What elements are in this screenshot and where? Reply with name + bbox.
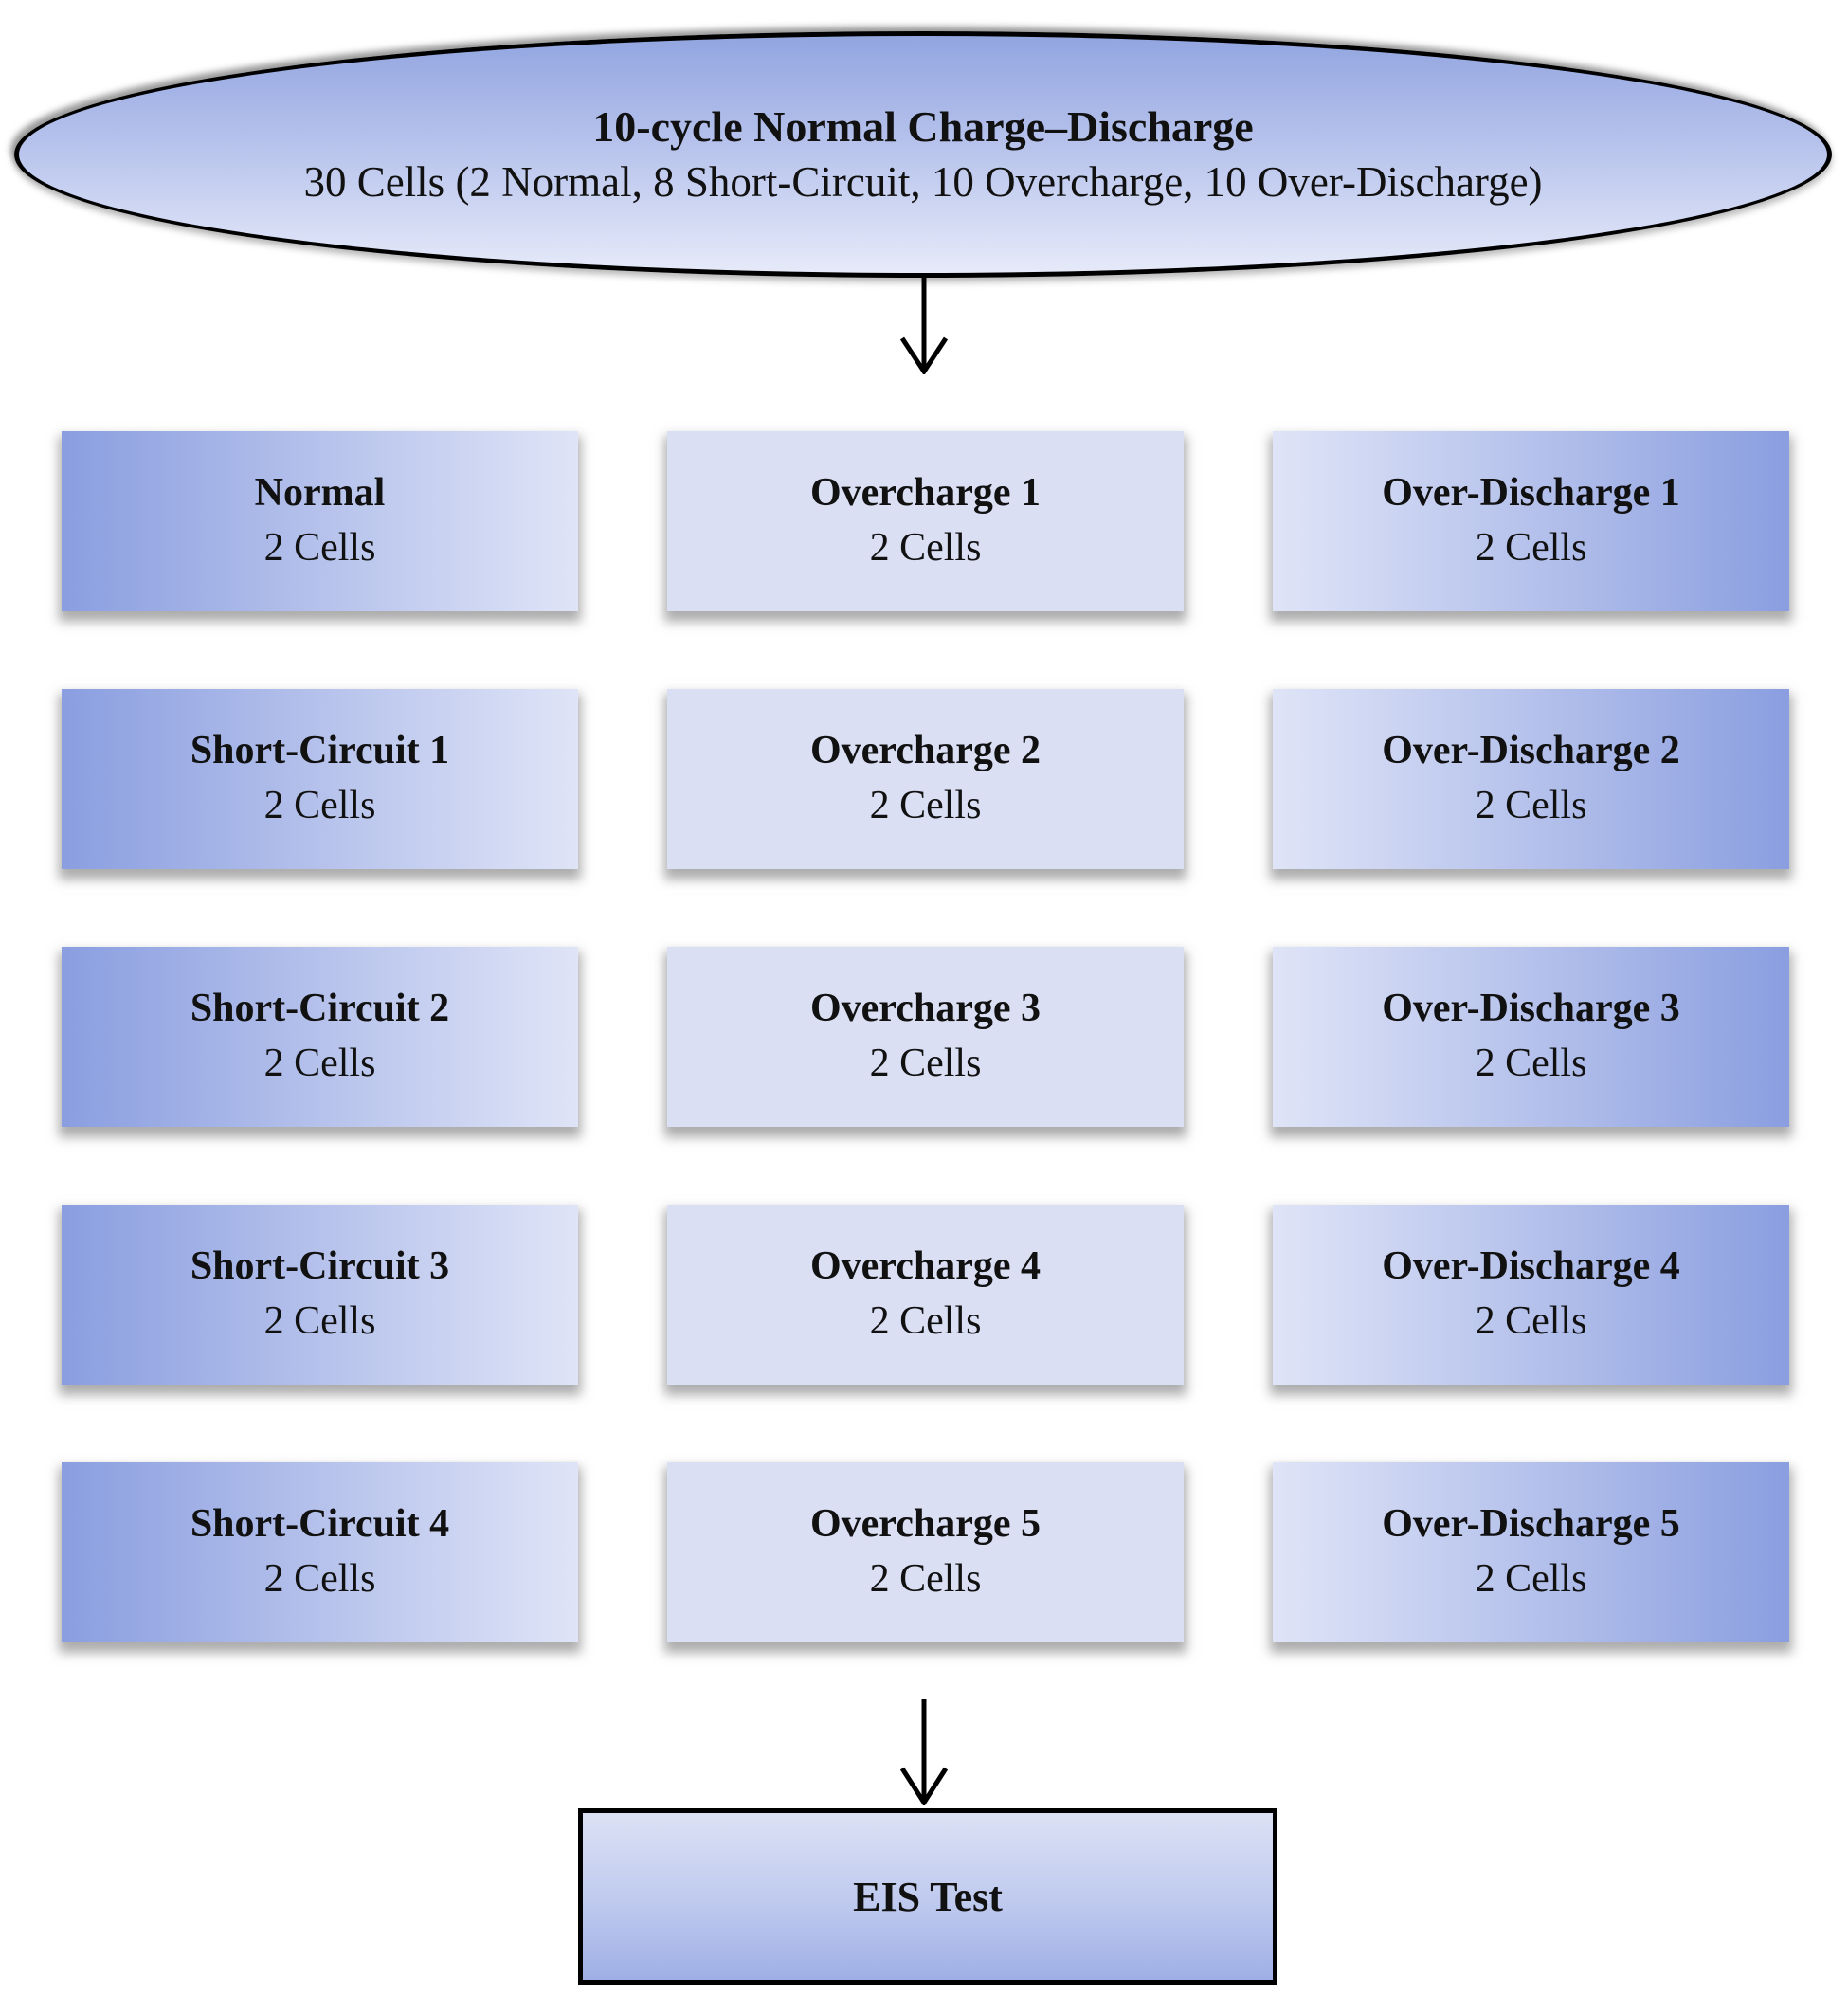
start-node: 10-cycle Normal Charge–Discharge 30 Cell…: [14, 31, 1832, 278]
group-box-overcharge-5: Overcharge 5 2 Cells: [667, 1462, 1184, 1642]
group-box-count: 2 Cells: [1475, 1299, 1587, 1343]
group-box-label: Short-Circuit 4: [190, 1502, 450, 1547]
group-box-over-discharge-5: Over-Discharge 5 2 Cells: [1273, 1462, 1789, 1642]
group-box-over-discharge-3: Over-Discharge 3 2 Cells: [1273, 947, 1789, 1127]
group-box-label: Short-Circuit 2: [190, 987, 450, 1031]
group-box-count: 2 Cells: [869, 1557, 982, 1601]
group-box-short-circuit-4: Short-Circuit 4 2 Cells: [62, 1462, 578, 1642]
group-box-count: 2 Cells: [1475, 526, 1587, 570]
end-node: EIS Test: [578, 1808, 1277, 1985]
start-node-title: 10-cycle Normal Charge–Discharge: [592, 101, 1254, 151]
group-box-short-circuit-3: Short-Circuit 3 2 Cells: [62, 1205, 578, 1385]
group-box-label: Over-Discharge 1: [1382, 471, 1680, 516]
group-box-label: Over-Discharge 5: [1382, 1502, 1680, 1547]
group-box-count: 2 Cells: [263, 1557, 376, 1601]
group-box-count: 2 Cells: [263, 1042, 376, 1085]
cell-group-grid: Normal 2 Cells Overcharge 1 2 Cells Over…: [62, 431, 1789, 1642]
arrow-down-icon: [899, 1699, 949, 1805]
group-box-label: Over-Discharge 3: [1382, 987, 1680, 1031]
group-box-label: Normal: [254, 471, 386, 516]
group-box-label: Overcharge 4: [810, 1244, 1041, 1289]
group-box-overcharge-2: Overcharge 2 2 Cells: [667, 689, 1184, 869]
group-box-count: 2 Cells: [869, 526, 982, 570]
group-box-count: 2 Cells: [1475, 1557, 1587, 1601]
group-box-over-discharge-4: Over-Discharge 4 2 Cells: [1273, 1205, 1789, 1385]
group-box-normal: Normal 2 Cells: [62, 431, 578, 611]
group-box-over-discharge-2: Over-Discharge 2 2 Cells: [1273, 689, 1789, 869]
group-box-count: 2 Cells: [263, 526, 376, 570]
group-box-overcharge-3: Overcharge 3 2 Cells: [667, 947, 1184, 1127]
group-box-count: 2 Cells: [1475, 1042, 1587, 1085]
group-box-label: Overcharge 3: [810, 987, 1041, 1031]
group-box-label: Overcharge 2: [810, 729, 1041, 773]
group-box-label: Short-Circuit 1: [190, 729, 450, 773]
arrow-down-icon: [899, 276, 949, 374]
group-box-label: Overcharge 1: [810, 471, 1041, 516]
end-node-label: EIS Test: [853, 1873, 1003, 1920]
group-box-label: Short-Circuit 3: [190, 1244, 450, 1289]
group-box-label: Over-Discharge 4: [1382, 1244, 1680, 1289]
group-box-count: 2 Cells: [263, 1299, 376, 1343]
group-box-overcharge-1: Overcharge 1 2 Cells: [667, 431, 1184, 611]
start-node-subtitle: 30 Cells (2 Normal, 8 Short-Circuit, 10 …: [303, 157, 1543, 206]
group-box-count: 2 Cells: [1475, 784, 1587, 827]
group-box-label: Overcharge 5: [810, 1502, 1041, 1547]
group-box-short-circuit-1: Short-Circuit 1 2 Cells: [62, 689, 578, 869]
group-box-short-circuit-2: Short-Circuit 2 2 Cells: [62, 947, 578, 1127]
group-box-count: 2 Cells: [869, 1042, 982, 1085]
group-box-overcharge-4: Overcharge 4 2 Cells: [667, 1205, 1184, 1385]
group-box-count: 2 Cells: [869, 784, 982, 827]
group-box-over-discharge-1: Over-Discharge 1 2 Cells: [1273, 431, 1789, 611]
group-box-label: Over-Discharge 2: [1382, 729, 1680, 773]
group-box-count: 2 Cells: [869, 1299, 982, 1343]
group-box-count: 2 Cells: [263, 784, 376, 827]
